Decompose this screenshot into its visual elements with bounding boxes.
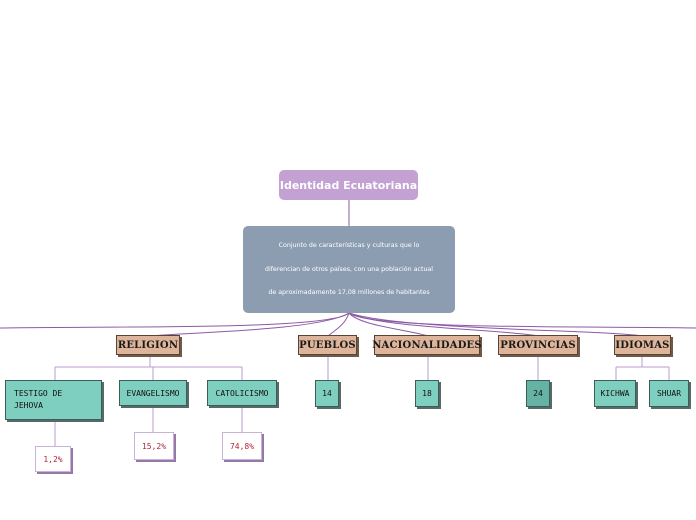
connector-idiomas-branch [615, 355, 670, 380]
religion-percent-evangelismo[interactable]: 15,2% [134, 432, 174, 460]
description-node[interactable]: Conjunto de características y culturas q… [243, 226, 455, 313]
religion-percent-catolicismo-value: 74,8% [229, 441, 255, 451]
idiomas-item-shuar[interactable]: SHUAR [649, 380, 689, 407]
category-nacionalidades-label: NACIONALIDADES [372, 339, 482, 351]
root-node[interactable]: Identidad Ecuatoriana [279, 170, 418, 200]
category-idiomas-label: IDIOMAS [615, 339, 670, 351]
religion-item-evangelismo-label: EVANGELISMO [126, 388, 180, 398]
description-line-2: diferencian de otros países, con una pob… [264, 265, 434, 273]
provincias-value-node[interactable]: 24 [526, 380, 550, 407]
description-line-3: de aproximadamente 17,08 millones de hab… [268, 289, 430, 297]
religion-item-catolicismo[interactable]: CATOLICISMO [207, 380, 277, 406]
religion-percent-evangelismo-value: 15,2% [141, 441, 167, 451]
idiomas-item-kichwa[interactable]: KICHWA [594, 380, 636, 407]
pueblos-value: 14 [322, 389, 332, 398]
category-provincias-label: PROVINCIAS [500, 339, 576, 351]
category-religion[interactable]: RELIGION [116, 335, 180, 355]
description-line-1: Conjunto de características y culturas q… [278, 242, 420, 250]
root-title: Identidad Ecuatoriana [279, 178, 418, 192]
religion-percent-testigo[interactable]: 1,2% [35, 446, 71, 472]
connector-desc-idiomas [348, 312, 643, 337]
category-pueblos-label: PUEBLOS [299, 339, 356, 351]
category-pueblos[interactable]: PUEBLOS [298, 335, 357, 355]
connector-desc-spread-left [0, 312, 350, 329]
category-idiomas[interactable]: IDIOMAS [614, 335, 671, 355]
religion-item-testigo[interactable]: TESTIGO DE JEHOVA [5, 380, 102, 420]
connector-desc-religion [149, 312, 350, 337]
category-nacionalidades[interactable]: NACIONALIDADES [372, 335, 482, 355]
pueblos-value-node[interactable]: 14 [315, 380, 339, 407]
idiomas-item-shuar-label: SHUAR [656, 389, 682, 398]
idiomas-item-kichwa-label: KICHWA [600, 389, 630, 398]
category-religion-label: RELIGION [117, 339, 179, 351]
connector-desc-spread-right [348, 312, 696, 329]
nacionalidades-value-node[interactable]: 18 [415, 380, 439, 407]
nacionalidades-value: 18 [422, 389, 432, 398]
religion-item-catolicismo-label: CATOLICISMO [215, 388, 269, 398]
connector-desc-pueblos [327, 312, 350, 337]
religion-percent-catolicismo[interactable]: 74,8% [222, 432, 262, 460]
connector-desc-provincias [348, 312, 539, 337]
connector-desc-nacionalidades [348, 312, 429, 337]
provincias-value: 24 [533, 389, 543, 398]
category-provincias[interactable]: PROVINCIAS [498, 335, 578, 355]
religion-item-evangelismo[interactable]: EVANGELISMO [119, 380, 187, 406]
religion-percent-testigo-value: 1,2% [43, 454, 63, 464]
connector-religion-branch [54, 355, 243, 380]
religion-item-testigo-label: TESTIGO DE JEHOVA [14, 389, 63, 410]
